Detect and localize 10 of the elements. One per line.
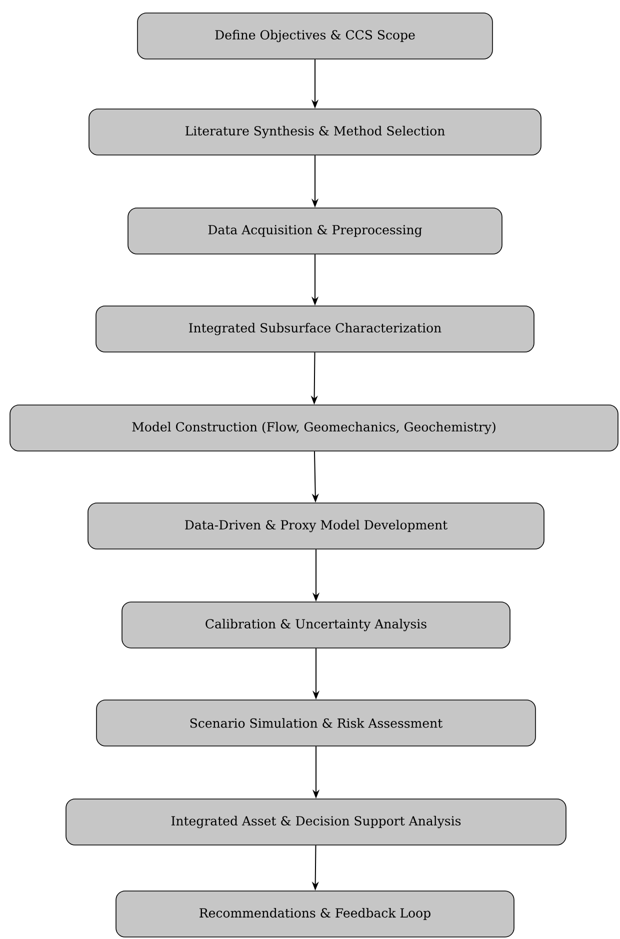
process-box: Literature Synthesis & Method Selection [88, 108, 542, 156]
process-box: Integrated Asset & Decision Support Analysis [66, 798, 566, 846]
process-box: Scenario Simulation & Risk Assessment [96, 700, 536, 746]
process-box: Data-Driven & Proxy Model Development [88, 502, 544, 550]
process-box: Calibration & Uncertainty Analysis [122, 602, 510, 648]
process-box: Integrated Subsurface Characterization [96, 306, 534, 352]
process-box: Define Objectives & CCS Scope [137, 12, 493, 60]
process-box: Data Acquisition & Preprocessing [128, 208, 502, 254]
process-box: Recommendations & Feedback Loop [116, 890, 514, 938]
process-box: Model Construction (Flow, Geomechanics, Geochemistry) [10, 404, 618, 452]
